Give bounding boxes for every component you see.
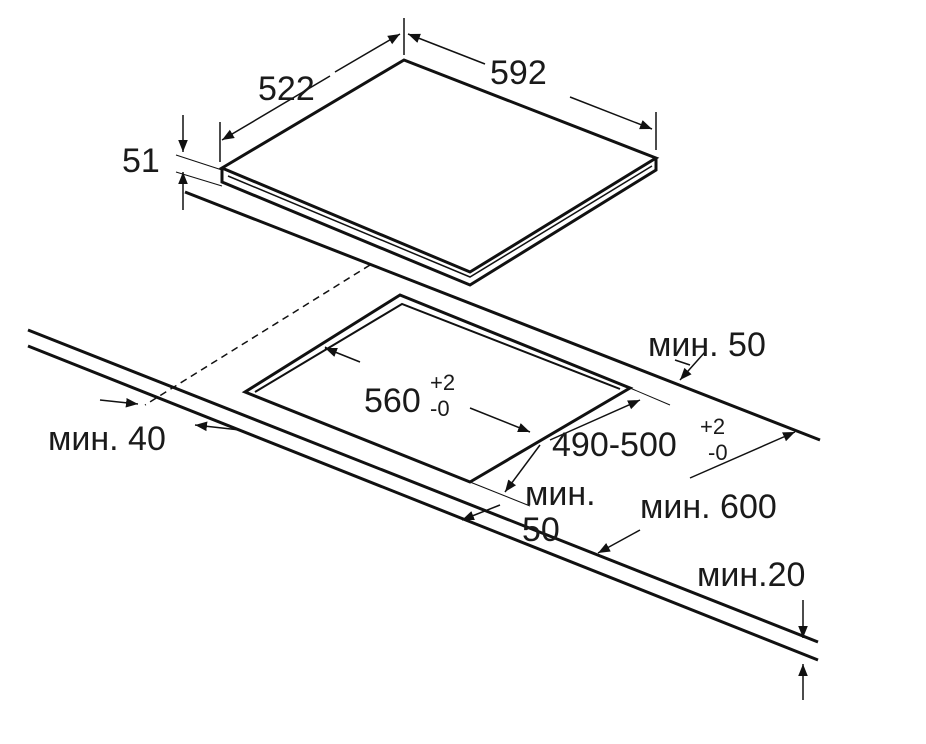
cutout-width-tol-minus: -0: [430, 396, 450, 421]
cutout-width-label: 560: [364, 382, 421, 420]
min-side-label: мин. 40: [48, 420, 166, 458]
min-front-value: 50: [522, 511, 560, 549]
worktop-side-hidden-edge: [144, 264, 371, 406]
dim-depth-label: 522: [258, 70, 315, 108]
min-worktop-depth-label: мин. 600: [640, 488, 777, 526]
dimension-lines: [99, 18, 808, 700]
min-worktop-thickness-label: мин.20: [697, 556, 805, 594]
cutout-width-tol-plus: +2: [430, 370, 455, 395]
cutout-depth-label: 490-500: [552, 426, 677, 464]
min-front-label: мин.: [525, 475, 596, 513]
worktop: [27, 190, 821, 662]
min-rear-label: мин. 50: [648, 326, 766, 364]
dim-height-label: 51: [122, 142, 160, 180]
dim-width-label: 592: [490, 54, 547, 92]
hob: [218, 58, 660, 287]
cutout-depth-tol-minus: -0: [708, 440, 728, 465]
cutout-depth-tol-plus: +2: [700, 414, 725, 439]
